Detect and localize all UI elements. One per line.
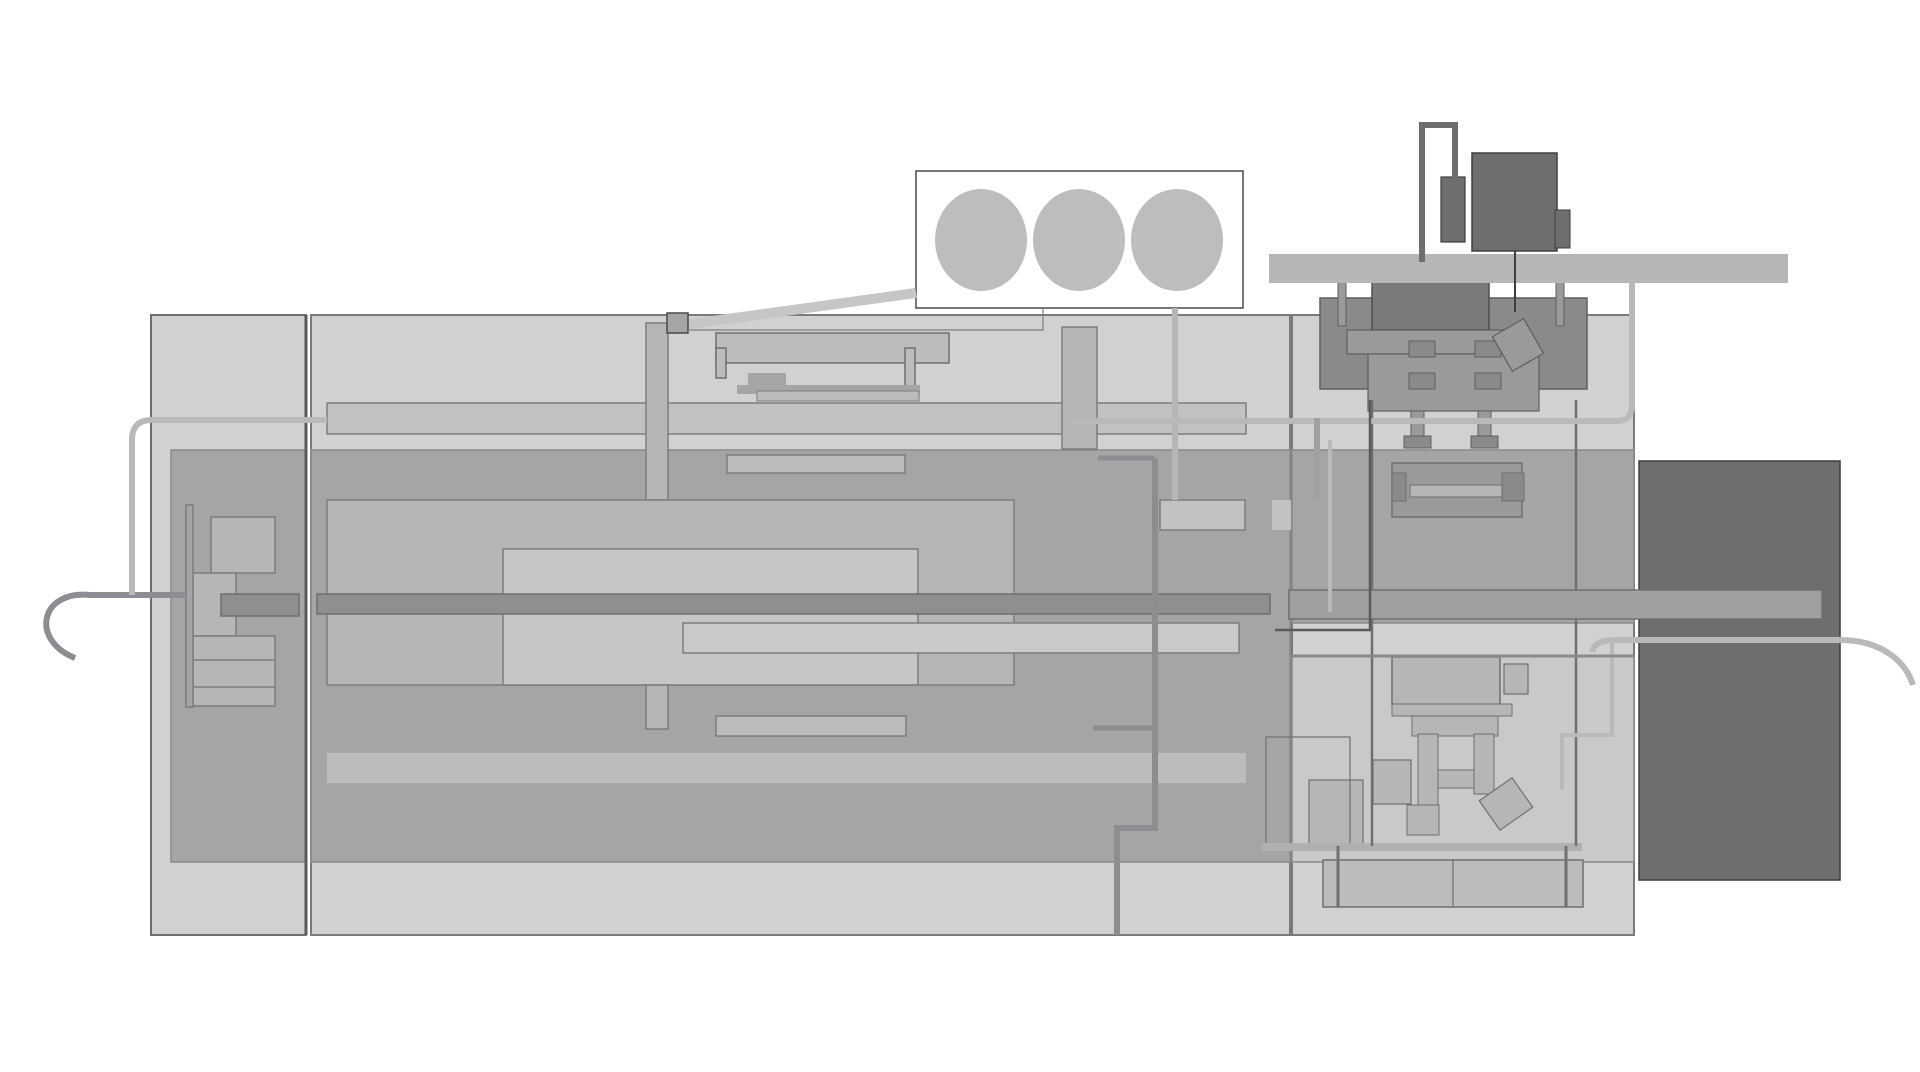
inner-block-center (502, 548, 919, 686)
bottom-slot-bar (715, 715, 907, 737)
right-link-wire (1275, 400, 1372, 632)
circle-gauge-icon (935, 189, 1027, 291)
column-foot-right (1470, 435, 1499, 449)
lower-press-top (1391, 656, 1501, 706)
lower-column-left (1417, 733, 1439, 807)
circle-gauge-icon (1131, 189, 1223, 291)
lower-tilted-block (1478, 776, 1534, 832)
clamp-bar (1409, 484, 1511, 498)
head-tab-4 (1474, 372, 1502, 390)
upper-return-pipe (1070, 280, 1635, 424)
right-drop-pipe (1560, 640, 1614, 790)
left-vertical-rail (185, 504, 194, 708)
top-platform (1269, 254, 1788, 283)
upper-carriage-foot-bar (756, 390, 920, 402)
lower-post (645, 684, 669, 730)
upper-carriage-foot-block (748, 373, 786, 387)
head-tab-3 (1408, 372, 1436, 390)
left-stack-block-top (210, 516, 276, 574)
upper-carriage-foot (737, 385, 920, 394)
left-shaft-coupler (220, 593, 300, 617)
left-loop-pipe (129, 417, 327, 595)
clamp-pad-left (1391, 472, 1407, 502)
top-slot-bar (726, 454, 906, 474)
lower-base-1 (1308, 779, 1364, 847)
vertical-post-right (1061, 326, 1098, 450)
side-block (1159, 499, 1246, 531)
lower-crossbar (1437, 769, 1475, 789)
left-hook-pipe (43, 591, 186, 661)
motor-housing (1471, 152, 1558, 252)
gauge-feed-block (666, 312, 689, 334)
lower-left-stack (1372, 759, 1412, 805)
right-shaft (1288, 589, 1823, 620)
inner-block-right (682, 622, 1240, 654)
right-end-module (1288, 460, 1841, 881)
clamp-pad-right (1501, 472, 1525, 502)
circle-gauge-icon (1033, 189, 1125, 291)
top-motor-unit (1269, 122, 1788, 312)
sensor-cable (1419, 122, 1458, 262)
pipe-network (43, 280, 1916, 935)
lower-column-right (1473, 733, 1495, 795)
right-housing (1262, 263, 1635, 936)
main-housing (310, 314, 1385, 936)
lower-press-body (1411, 715, 1499, 737)
sensor-box (1440, 176, 1466, 243)
column-foot-left (1403, 435, 1432, 449)
lower-press-tab (1503, 663, 1529, 695)
center-riser-pipe (1114, 458, 1158, 935)
lower-small-block (1406, 804, 1440, 836)
left-stack-block-lower (192, 635, 276, 707)
lower-press-bar (1391, 703, 1513, 717)
head-tilted-block (1491, 317, 1545, 373)
head-tab-1 (1408, 340, 1436, 358)
lower-long-rail (327, 753, 1246, 783)
right-hook-pipe (1589, 637, 1916, 687)
floor-plate (1262, 843, 1582, 851)
right-end-module-body (1638, 460, 1841, 881)
motor-side-box (1554, 209, 1571, 249)
gauge-drop-line (688, 308, 1044, 331)
main-shaft (316, 593, 1271, 615)
left-end-housing (150, 314, 308, 936)
upper-carriage-leg-left (715, 347, 727, 379)
vertical-post-left (645, 322, 669, 501)
gauge-feed-line (668, 288, 917, 332)
gauge-panel (666, 170, 1244, 500)
